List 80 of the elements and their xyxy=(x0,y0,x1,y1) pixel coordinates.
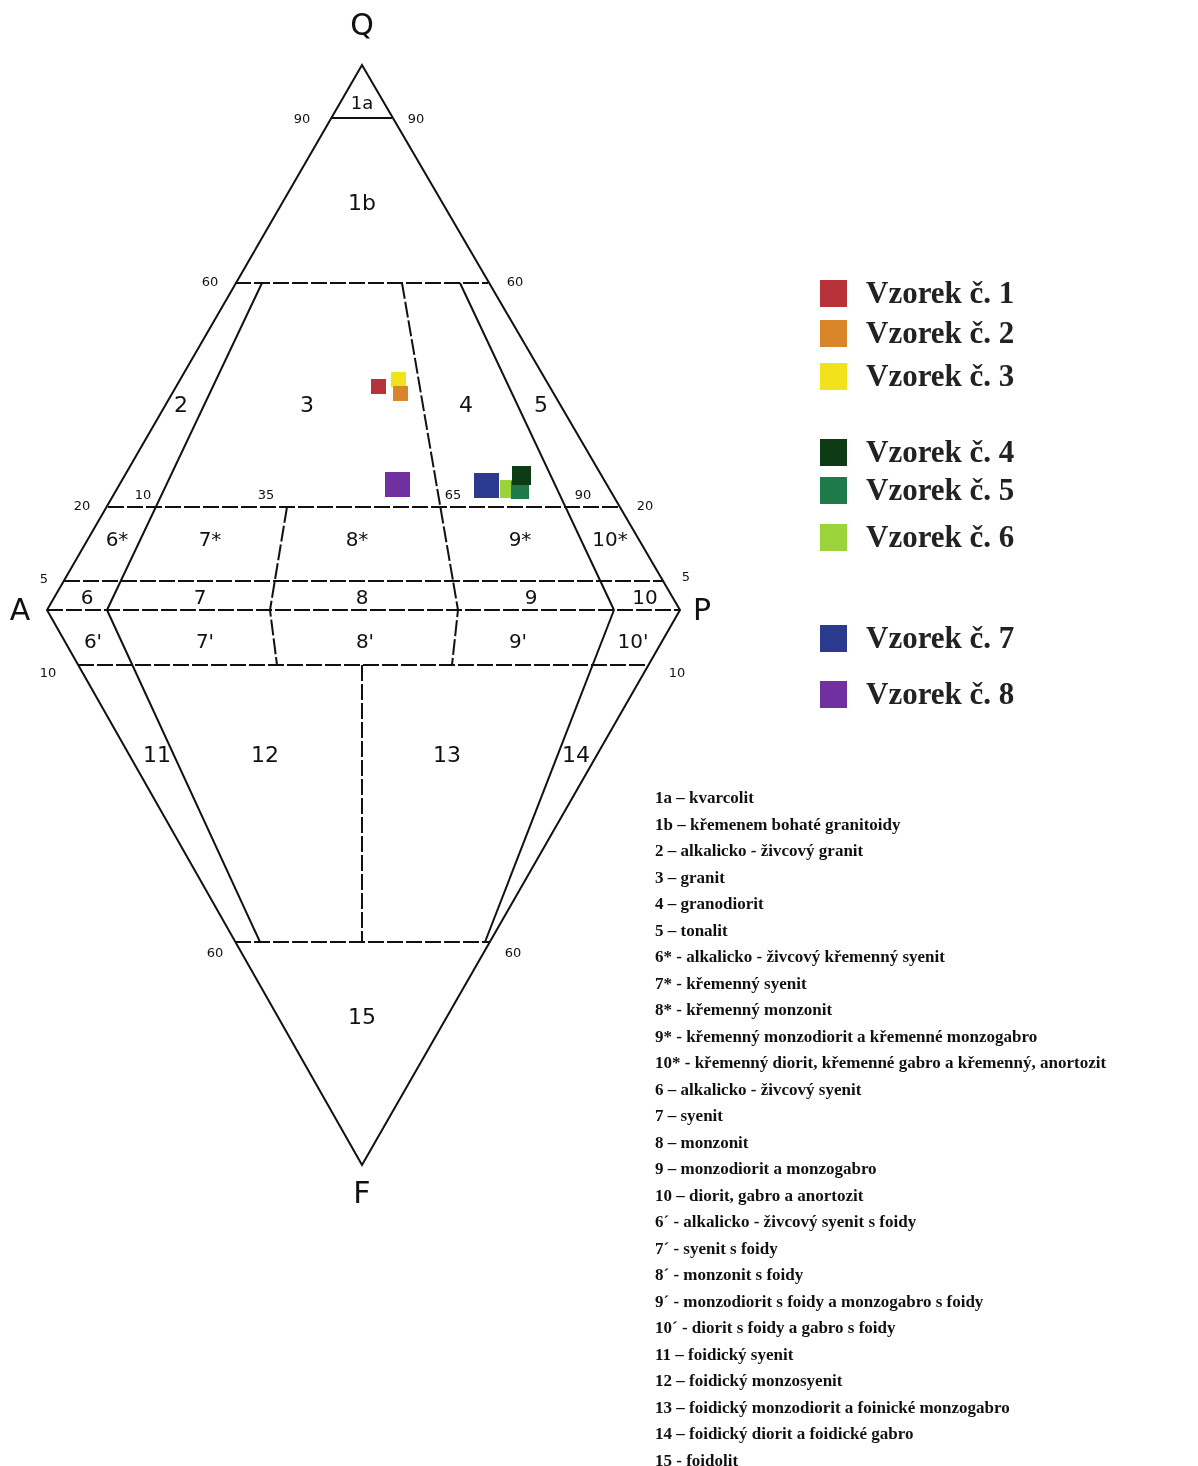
tick-value: 90 xyxy=(574,487,592,501)
field-number: 8' xyxy=(355,631,375,651)
field-number: 15 xyxy=(348,1006,376,1028)
key-entry: 13 – foidický monzodiorit a foinické monzogabro xyxy=(655,1398,1010,1416)
legend-label: Vzorek č. 4 xyxy=(866,436,1015,467)
key-entry: 9* - křemenný monzodiorit a křemenné monzogabro xyxy=(655,1027,1038,1045)
key-entry: 10´ - diorit s foidy a gabro s foidy xyxy=(655,1319,896,1336)
field-number: 8* xyxy=(345,529,369,549)
key-entry: 10* - křemenný diorit, křemenné gabro a křemenný, anortozit xyxy=(655,1054,1107,1071)
field-number: 9* xyxy=(508,529,532,549)
field-number: 14 xyxy=(562,744,590,766)
tick-value: 60 xyxy=(201,274,219,288)
tick-value: 90 xyxy=(407,111,425,125)
legend-label: Vzorek č. 1 xyxy=(866,277,1015,308)
field-number: 13 xyxy=(433,744,461,766)
key-entry: 4 – granodiorit xyxy=(655,895,764,912)
tick-value: 10 xyxy=(134,487,152,501)
key-entry: 9 – monzodiorit a monzogabro xyxy=(655,1160,877,1177)
key-entry: 9´ - monzodiorit s foidy a monzogabro s foidy xyxy=(655,1292,984,1310)
field-number: 4 xyxy=(459,394,473,416)
vertex-label: A xyxy=(9,595,31,625)
tick-value: 60 xyxy=(506,274,524,288)
field-number: 7' xyxy=(195,631,215,651)
key-entry: 2 – alkalicko - živcový granit xyxy=(655,842,864,859)
field-number: 6' xyxy=(83,631,103,651)
key-entry: 7* - křemenný syenit xyxy=(655,974,807,992)
field-number: 11 xyxy=(143,744,171,766)
field-number: 10 xyxy=(632,587,658,607)
field-number: 10' xyxy=(617,631,649,651)
field-number: 8 xyxy=(355,587,369,607)
field-number: 5 xyxy=(534,394,548,416)
key-entry: 12 – foidický monzosyenit xyxy=(655,1372,843,1389)
key-entry: 6* - alkalicko - živcový křemenný syenit xyxy=(655,948,945,965)
key-entry: 11 – foidický syenit xyxy=(655,1345,794,1363)
key-entry: 3 – granit xyxy=(655,868,725,886)
legend-label: Vzorek č. 5 xyxy=(866,474,1015,505)
tick-value: 65 xyxy=(444,487,462,501)
key-entry: 14 – foidický diorit a foidické gabro xyxy=(655,1425,914,1442)
legend-label: Vzorek č. 2 xyxy=(866,317,1015,348)
field-number: 1a xyxy=(350,94,374,112)
key-entry: 8 – monzonit xyxy=(655,1133,749,1151)
vertex-label: P xyxy=(692,595,712,625)
field-number: 6 xyxy=(80,587,94,607)
key-entry: 8´ - monzonit s foidy xyxy=(655,1266,804,1283)
vertex-label: F xyxy=(353,1178,371,1208)
tick-value: 20 xyxy=(636,498,654,512)
field-number: 6* xyxy=(105,529,129,549)
field-number: 1b xyxy=(348,192,376,214)
tick-value: 60 xyxy=(206,945,224,959)
vertex-label: Q xyxy=(350,10,374,40)
tick-value: 20 xyxy=(73,498,91,512)
tick-value: 10 xyxy=(668,665,686,679)
key-entry: 1b – křemenem bohaté granitoidy xyxy=(655,815,901,833)
tick-value: 5 xyxy=(681,569,691,583)
field-number: 7* xyxy=(198,529,222,549)
key-entry: 7 – syenit xyxy=(655,1107,723,1124)
tick-value: 90 xyxy=(293,111,311,125)
field-number: 2 xyxy=(174,394,188,416)
key-entry: 15 - foidolit xyxy=(655,1451,739,1466)
key-entry: 7´ - syenit s foidy xyxy=(655,1239,778,1257)
legend-label: Vzorek č. 7 xyxy=(866,622,1015,653)
key-entry: 6 – alkalicko - živcový syenit xyxy=(655,1080,862,1098)
tick-value: 35 xyxy=(257,487,275,501)
legend-label: Vzorek č. 3 xyxy=(866,360,1015,391)
field-number: 9 xyxy=(524,587,538,607)
field-number: 3 xyxy=(300,394,314,416)
field-number: 9' xyxy=(508,631,528,651)
key-entry: 10 – diorit, gabro a anortozit xyxy=(655,1186,864,1204)
legend-label: Vzorek č. 6 xyxy=(866,521,1015,552)
field-number: 12 xyxy=(251,744,279,766)
tick-value: 5 xyxy=(39,571,49,585)
field-number: 10* xyxy=(592,529,628,549)
tick-value: 10 xyxy=(39,665,57,679)
key-entry: 1a – kvarcolit xyxy=(655,789,754,806)
key-entry: 6´ - alkalicko - živcový syenit s foidy xyxy=(655,1213,917,1230)
tick-value: 60 xyxy=(504,945,522,959)
field-number: 7 xyxy=(193,587,207,607)
key-entry: 8* - křemenný monzonit xyxy=(655,1001,833,1018)
legend-label: Vzorek č. 8 xyxy=(866,678,1015,709)
key-entry: 5 – tonalit xyxy=(655,921,728,939)
